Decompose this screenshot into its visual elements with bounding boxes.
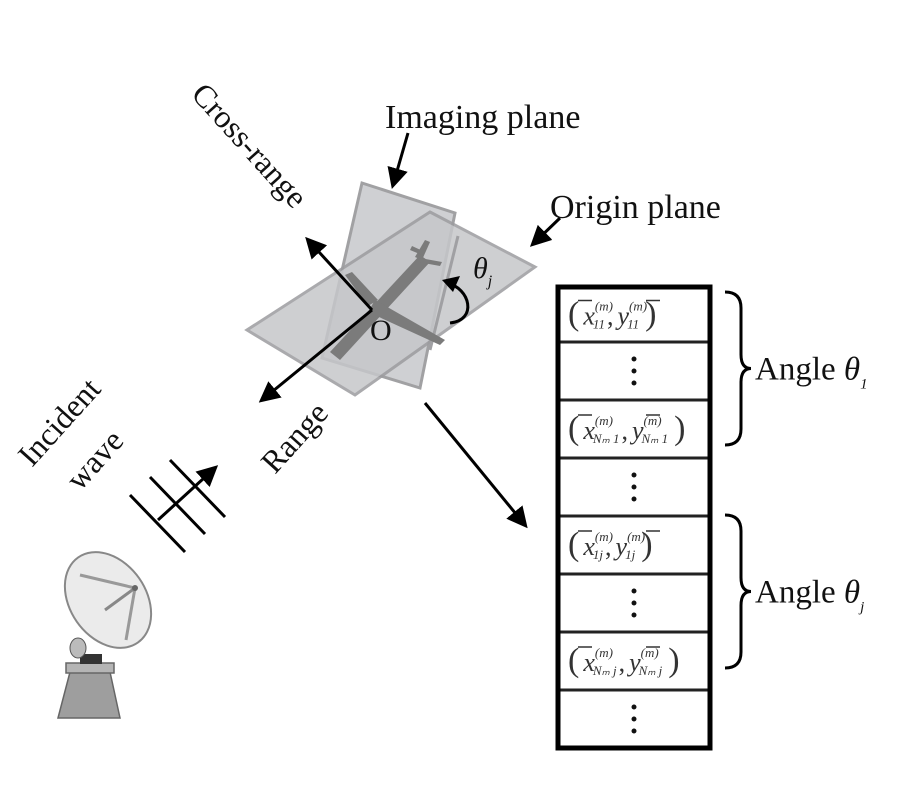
cross-range-label: Cross-range — [185, 76, 315, 215]
coordinate-cell — [556, 514, 712, 576]
ellipsis-dot — [631, 588, 637, 594]
cross-range-axis-arrow — [305, 236, 374, 312]
imaging-plane-pointer — [387, 132, 410, 190]
coordinate-cell — [556, 398, 712, 460]
ellipsis-dot — [631, 704, 637, 710]
angle-group-label: Angle θj — [755, 575, 864, 616]
curly-brace — [724, 290, 752, 447]
ellipsis-dot — [631, 380, 637, 386]
curly-brace — [724, 513, 752, 670]
theta-j-label: θj — [473, 252, 493, 290]
ellipsis-dot — [631, 612, 637, 618]
ellipsis-dot — [631, 368, 637, 374]
ellipsis-dot — [631, 716, 637, 722]
plane-intersection-edge — [428, 235, 460, 351]
ellipsis-dot — [631, 600, 637, 606]
ellipsis-dot — [631, 484, 637, 490]
origin-plane-label: Origin plane — [550, 189, 721, 226]
mapping-arrow — [423, 402, 528, 529]
aircraft-icon — [330, 240, 445, 360]
ellipsis-dot — [631, 472, 637, 478]
ellipsis-dot — [631, 728, 637, 734]
coordinate-pair: (x(m)Nₘ 1,y(m)Nₘ 1) — [568, 410, 685, 447]
range-axis-arrow — [258, 308, 373, 403]
range-label: Range — [253, 395, 334, 480]
imaging-plane-label: Imaging plane — [385, 99, 580, 136]
angle-group-label: Angle θ1 — [755, 352, 868, 393]
coordinate-pair: (x(m)1j,y(m)1j) — [568, 526, 653, 563]
incident-wave-icon — [128, 458, 227, 554]
rotation-arrowhead — [442, 276, 460, 292]
coordinate-pair: (x(m)11,y(m)11) — [568, 296, 656, 333]
coordinate-table: (x(m)11,y(m)11) (x(m)Nₘ 1,y(m)Nₘ 1) (x(m)1… — [555, 284, 713, 751]
origin-plane-pointer — [529, 216, 562, 247]
origin-point-label: O — [370, 314, 392, 347]
angle-groups: Angle θ1 Angle θj — [724, 290, 868, 670]
ellipsis-dot — [631, 356, 637, 362]
ellipsis-dot — [631, 496, 637, 502]
table-border — [555, 284, 713, 751]
coordinate-cell — [556, 285, 712, 344]
radar-dish-icon — [57, 551, 153, 719]
coordinate-pair: (x(m)Nₘ j,y(m)Nₘ j) — [568, 642, 680, 679]
